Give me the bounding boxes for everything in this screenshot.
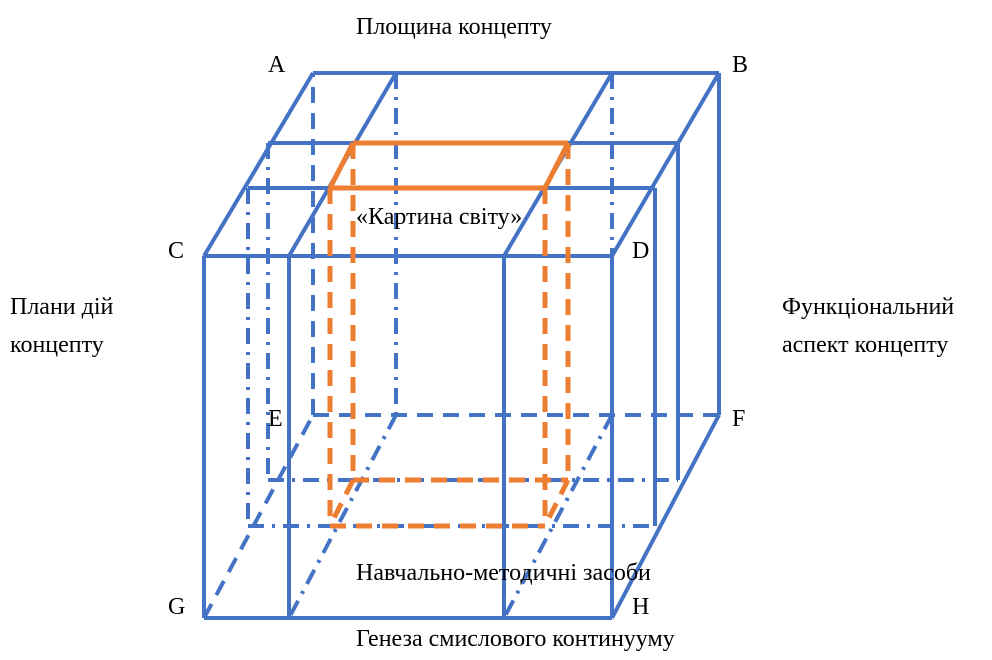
blue-frame-lines bbox=[202, 71, 721, 620]
blue-edge-10 bbox=[610, 414, 721, 619]
left-label-line2: концепту bbox=[10, 332, 104, 358]
bottom-inner-label: Навчально-методичні засоби bbox=[356, 560, 651, 586]
vertex-label-f: F bbox=[732, 406, 746, 432]
vertex-label-a: A bbox=[268, 52, 286, 78]
center-label: «Картина світу» bbox=[356, 204, 523, 230]
vertex-label-d: D bbox=[632, 238, 650, 264]
top-label: Площина концепту bbox=[356, 14, 552, 40]
vertex-label-h: H bbox=[632, 594, 650, 620]
blue-edge-11 bbox=[202, 414, 315, 619]
blue-edge-9 bbox=[610, 71, 721, 258]
orange-edge-3 bbox=[542, 141, 571, 190]
right-label-line2: аспект концепту bbox=[782, 332, 949, 358]
orange-frame-lines bbox=[327, 140, 571, 529]
orange-edge-10 bbox=[327, 478, 356, 528]
vertex-label-e: E bbox=[268, 406, 283, 432]
orange-edge-2 bbox=[327, 141, 356, 190]
blue-edge-27 bbox=[502, 414, 614, 619]
orange-edge-11 bbox=[542, 478, 571, 528]
right-label-line1: Функціональний bbox=[782, 294, 955, 320]
left-label-line1: Плани дій bbox=[10, 294, 114, 320]
blue-edge-23 bbox=[287, 414, 398, 619]
bottom-label: Генеза смислового континууму bbox=[356, 626, 675, 652]
blue-edge-8 bbox=[202, 71, 315, 258]
vertex-label-b: B bbox=[732, 52, 749, 78]
vertex-label-c: C bbox=[168, 238, 185, 264]
vertex-label-g: G bbox=[168, 594, 186, 620]
